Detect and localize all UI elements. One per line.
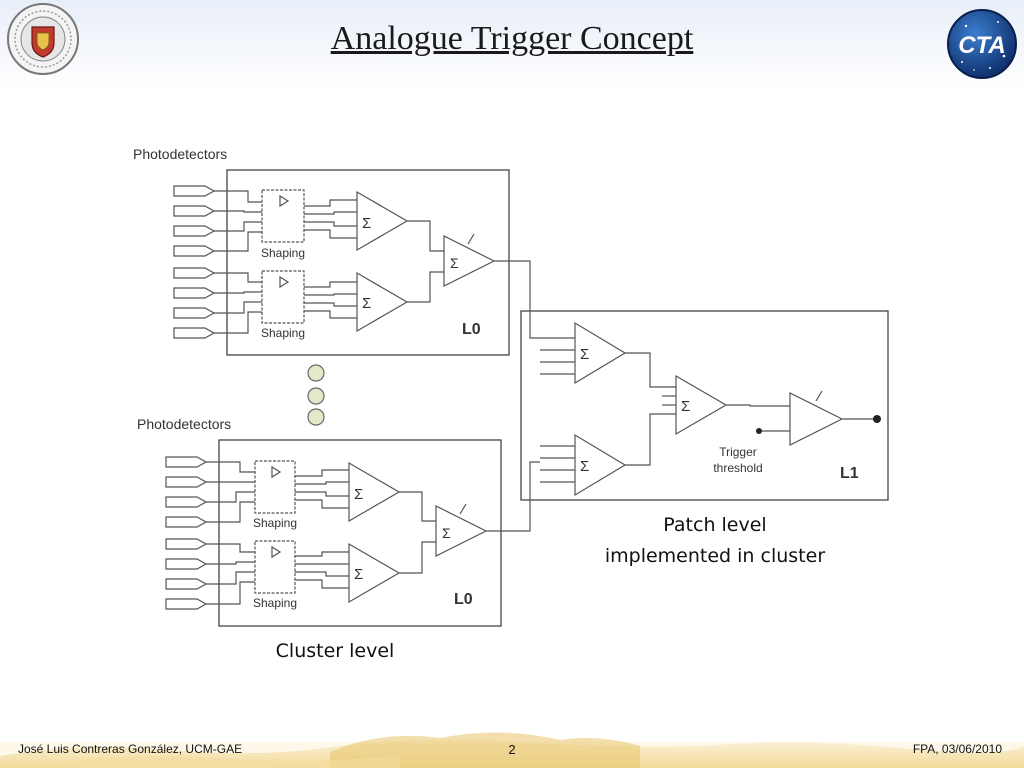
patch-l1 xyxy=(540,321,881,497)
photodetectors-label-bottom: Photodetectors xyxy=(137,416,231,432)
patch-caption-line1: Patch level xyxy=(663,514,767,536)
sigma-symbol: Σ xyxy=(442,525,451,541)
l1-box xyxy=(520,310,889,501)
shaping-label: Shaping xyxy=(253,516,297,530)
l0-box-top xyxy=(226,169,510,356)
l0-label-top: L0 xyxy=(462,321,481,338)
threshold-label: threshold xyxy=(713,461,762,475)
sigma-symbol: Σ xyxy=(450,255,459,271)
sigma-symbol: Σ xyxy=(580,346,589,363)
shaping-label: Shaping xyxy=(261,246,305,260)
slide-title: Analogue Trigger Concept xyxy=(330,20,694,57)
shaping-label: Shaping xyxy=(253,596,297,610)
cluster-level-caption: Cluster level xyxy=(275,640,395,662)
header-band xyxy=(0,0,1024,90)
trigger-label: Trigger xyxy=(719,445,757,459)
l0-box-bottom xyxy=(218,439,502,627)
shaping-label: Shaping xyxy=(261,326,305,340)
l1-label: L1 xyxy=(840,465,859,482)
footer-page-number: 2 xyxy=(508,742,516,757)
cta-logo-text: CTA xyxy=(958,32,1006,59)
cluster-bottom xyxy=(165,456,540,610)
sigma-symbol: Σ xyxy=(681,398,690,415)
footer-date: FPA, 03/06/2010 xyxy=(912,742,1002,756)
sigma-symbol: Σ xyxy=(354,486,363,503)
footer-band xyxy=(0,732,1024,768)
patch-caption-line2: implemented in cluster xyxy=(604,545,826,567)
l0-label-bottom: L0 xyxy=(454,591,473,608)
continuation-dots xyxy=(307,364,325,426)
sigma-symbol: Σ xyxy=(354,566,363,583)
sigma-symbol: Σ xyxy=(580,458,589,475)
footer-author: José Luis Contreras González, UCM-GAE xyxy=(18,742,243,756)
patch-level-caption: Patch level implemented in cluster xyxy=(580,510,850,572)
photodetectors-label-top: Photodetectors xyxy=(133,146,227,162)
cta-logo: CTA xyxy=(947,9,1017,79)
sigma-symbol: Σ xyxy=(362,215,371,232)
university-seal-logo xyxy=(7,3,79,75)
sigma-symbol: Σ xyxy=(362,295,371,312)
cluster-top xyxy=(173,185,540,339)
